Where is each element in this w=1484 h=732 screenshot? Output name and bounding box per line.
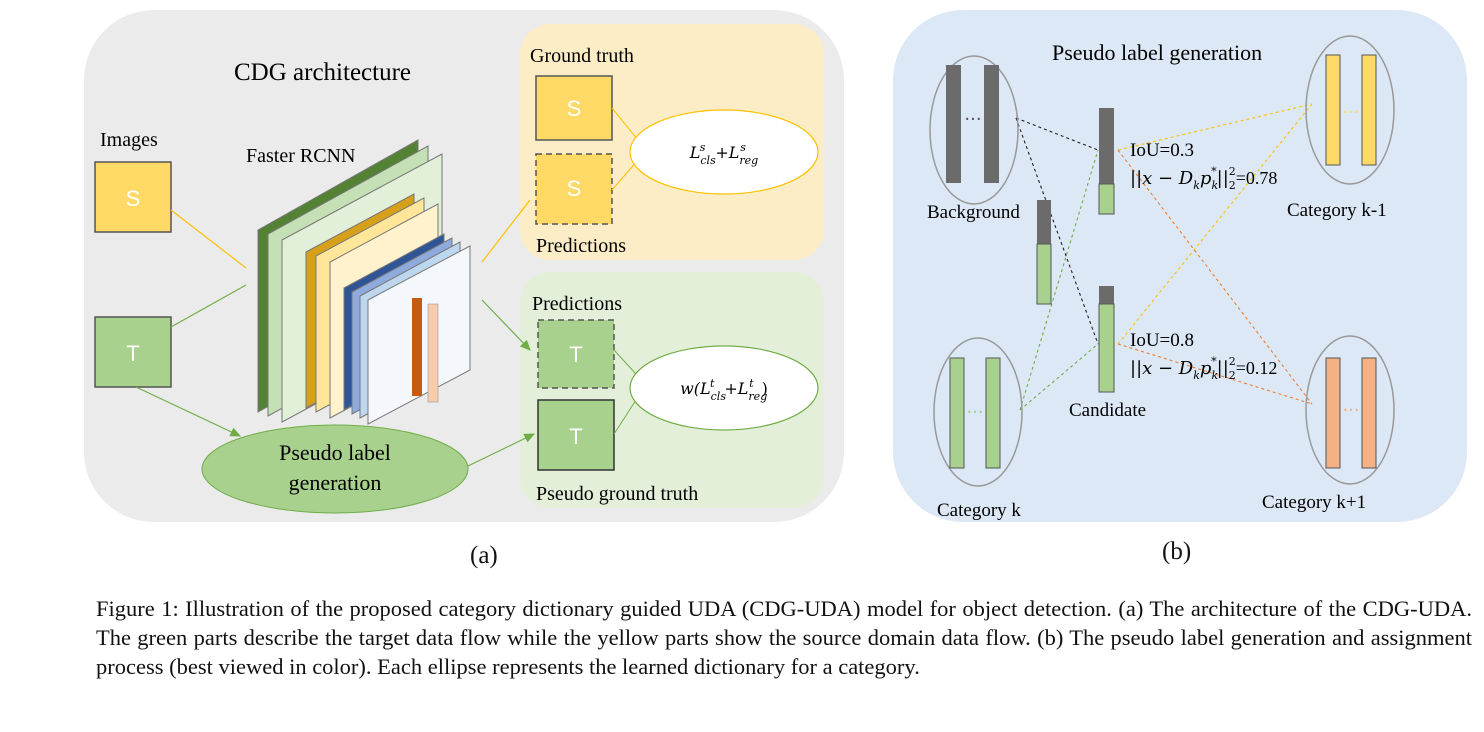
category-km1-ellipse xyxy=(1305,35,1395,185)
target-loss-formula: w(Lclst+Lregt) xyxy=(680,377,768,403)
target-pred-to-loss-line xyxy=(613,349,637,375)
category-k-ellipsis: ··· xyxy=(966,402,983,423)
rpn-bar-peach xyxy=(427,303,439,403)
pseudo-to-gt-arrow xyxy=(467,433,536,467)
background-ellipsis: ··· xyxy=(964,109,981,130)
source-prediction-box xyxy=(535,153,613,225)
source-ground-truth-box xyxy=(535,75,613,141)
figure-canvas: CDG architecture Images S T Faster RCNN xyxy=(84,10,1467,522)
rpn-bar-orange xyxy=(412,298,422,396)
source-gt-to-loss-line xyxy=(611,107,639,141)
dist-bottom: ||x − Dkpk*||22=0.12 xyxy=(1130,355,1277,382)
pseudo-module-line2: generation xyxy=(289,470,382,495)
category-kp1-ellipse xyxy=(1305,335,1395,485)
panel-a: CDG architecture Images S T Faster RCNN xyxy=(84,10,844,522)
panel-a-title: CDG architecture xyxy=(234,59,411,86)
background-atom-2 xyxy=(984,65,999,183)
source-loss-ellipse xyxy=(629,109,819,195)
category-kp1-atom-2 xyxy=(1361,357,1377,469)
target-image-box xyxy=(94,316,172,388)
faster-rcnn-stack xyxy=(257,139,471,425)
iou-top: IoU=0.3 xyxy=(1130,140,1194,161)
target-pred-letter: T xyxy=(569,342,582,367)
category-k-atom-2 xyxy=(985,357,1001,469)
mixed-bar-gray xyxy=(1037,200,1051,244)
assignment-lines xyxy=(1015,103,1313,411)
panel-b-background xyxy=(893,10,1467,522)
iou-bottom: IoU=0.8 xyxy=(1130,330,1194,351)
category-kp1-atom-1 xyxy=(1325,357,1341,469)
candidate-top-green xyxy=(1098,183,1115,215)
source-to-network-line xyxy=(170,209,247,269)
category-k-label: Category k xyxy=(937,500,1021,521)
target-pseudo-gt-box xyxy=(537,399,615,471)
target-to-pseudo-arrow xyxy=(135,386,242,437)
candidate-bottom-gray xyxy=(1099,286,1114,304)
category-km1-ellipsis: ··· xyxy=(1342,102,1359,123)
predictions-source-label: Predictions xyxy=(536,235,626,257)
target-loss-ellipse xyxy=(629,345,819,431)
category-km1-atom-1 xyxy=(1325,54,1341,166)
category-km1-atom-2 xyxy=(1361,54,1377,166)
mixed-bar-green xyxy=(1036,243,1052,305)
candidate-bottom-green xyxy=(1098,303,1115,393)
background-label: Background xyxy=(927,202,1020,223)
network-to-target-pred-line xyxy=(481,299,531,351)
network-to-source-pred-line xyxy=(481,199,531,263)
source-loss-formula: Lclss+Lregs xyxy=(689,141,758,167)
source-image-box xyxy=(94,161,172,233)
predictions-target-label: Predictions xyxy=(532,293,622,315)
source-image-letter: S xyxy=(126,186,141,211)
images-label: Images xyxy=(100,129,158,151)
ground-truth-label: Ground truth xyxy=(530,45,634,67)
target-gt-to-loss-line xyxy=(613,399,637,435)
candidate-top-gray xyxy=(1099,108,1114,184)
pseudo-module-line1: Pseudo label xyxy=(279,440,391,465)
candidate-label: Candidate xyxy=(1069,400,1146,421)
source-pred-letter: S xyxy=(567,176,582,201)
pseudo-ground-truth-label: Pseudo ground truth xyxy=(536,483,698,505)
background-dictionary-ellipse xyxy=(929,55,1019,205)
network-label: Faster RCNN xyxy=(246,145,355,167)
category-km1-label: Category k-1 xyxy=(1287,200,1387,221)
category-k-ellipse xyxy=(933,337,1023,487)
category-k-atom-1 xyxy=(949,357,965,469)
subfigure-label-a: (a) xyxy=(470,542,498,569)
source-gt-letter: S xyxy=(567,96,582,121)
target-image-letter: T xyxy=(126,341,139,366)
target-to-network-line xyxy=(170,284,247,328)
background-atom-1 xyxy=(946,65,961,183)
figure-caption: Figure 1: Illustration of the proposed c… xyxy=(96,596,1472,679)
dist-top: ||x − Dkpk*||22=0.78 xyxy=(1130,165,1277,192)
target-prediction-box xyxy=(537,319,615,389)
panel-b: Pseudo label generation ··· Background ·… xyxy=(893,10,1467,522)
pseudo-label-module xyxy=(201,424,469,514)
panel-b-title: Pseudo label generation xyxy=(1052,40,1262,65)
target-pseudo-gt-letter: T xyxy=(569,424,582,449)
category-kp1-ellipsis: ··· xyxy=(1342,400,1359,421)
subfigure-label-b: (b) xyxy=(1162,538,1192,565)
category-kp1-label: Category k+1 xyxy=(1262,492,1366,513)
